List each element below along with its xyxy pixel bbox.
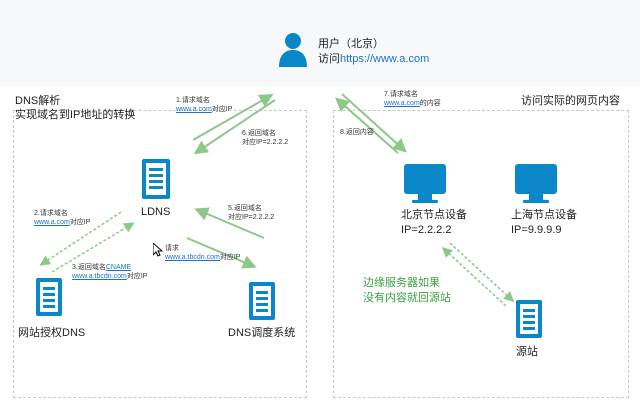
dns-scheduler-label: DNS调度系统 (228, 327, 296, 339)
mouse-cursor-icon (153, 243, 163, 257)
step-7-suffix: 的内容 (419, 100, 441, 107)
arrow-step-1 (192, 94, 274, 141)
shanghai-node-label: 上海节点设备 (511, 209, 577, 221)
step-4-title: 请求 (165, 245, 179, 252)
origin-server-icon (516, 300, 542, 338)
edge-note-line2: 没有内容就回源站 (363, 292, 451, 304)
step-7-title: 7.请求域名 (384, 91, 418, 98)
visit-url[interactable]: https://www.a.com (340, 53, 430, 65)
top-banner-background (0, 0, 640, 86)
step-7-detail: www.a.com的内容 (384, 100, 441, 108)
arrow-edge-to-origin (449, 242, 515, 303)
edge-note-line1: 边缘服务器如果 (363, 277, 440, 289)
beijing-node-ip: IP=2.2.2.2 (401, 224, 452, 236)
step-1-detail: www.a.com对应IP (176, 106, 232, 114)
step-1-link[interactable]: www.a.com (176, 106, 212, 113)
arrow-step-6 (193, 99, 276, 155)
step-3-detail: www.a.tbcdn.com对应IP (72, 273, 147, 281)
step-5-detail: 对应IP=2.2.2.2 (228, 214, 275, 221)
arrow-step-5 (194, 207, 265, 239)
step-3-cname[interactable]: CNAME (105, 264, 132, 271)
step-4-detail: www.a.tbcdn.com对应IP (165, 254, 240, 262)
step-1-suffix: 对应IP (211, 106, 233, 113)
arrow-step-3 (51, 222, 135, 273)
content-panel-title: 访问实际的网页内容 (521, 95, 620, 107)
step-5-title: 5.返回域名 (228, 205, 262, 212)
dns-panel-title-line2: 实现域名到IP地址的转换 (15, 109, 136, 121)
ldns-server-icon (142, 159, 170, 199)
visit-prefix: 访问 (318, 53, 340, 65)
arrow-origin-to-edge (441, 246, 507, 307)
content-access-panel (333, 110, 629, 398)
arrow-step-7 (341, 93, 407, 153)
arrow-step-4 (186, 237, 257, 269)
arrow-step-2 (39, 211, 122, 266)
user-name: 用户（北京） (318, 38, 384, 50)
dns-scheduler-server-icon (249, 282, 275, 320)
step-7-link[interactable]: www.a.com (384, 100, 420, 107)
step-6-title: 6.返回域名 (242, 130, 276, 137)
step-3-link[interactable]: www.a.tbcdn.com (72, 273, 127, 280)
step-4-link[interactable]: www.a.tbcdn.com (165, 254, 220, 261)
dns-panel-title-line1: DNS解析 (15, 95, 61, 107)
step-2-title: 2.请求域名 (34, 210, 68, 217)
shanghai-monitor-icon (515, 164, 557, 203)
ldns-label: LDNS (141, 206, 171, 218)
step-2-link[interactable]: www.a.com (34, 219, 70, 226)
auth-dns-server-icon (36, 278, 62, 316)
origin-label: 源站 (516, 346, 538, 358)
dns-resolution-panel (13, 110, 307, 398)
auth-dns-label: 网站授权DNS (18, 327, 86, 339)
step-2-detail: www.a.com对应IP (34, 219, 90, 227)
user-visit-line: 访问https://www.a.com (318, 53, 429, 66)
step-8-title: 8.返回内容 (340, 129, 374, 136)
beijing-node-label: 北京节点设备 (401, 209, 467, 221)
step-3-title: 3.返回域名 (72, 264, 106, 271)
step-3-title-line: 3.返回域名CNAME (72, 264, 131, 272)
step-2-suffix: 对应IP (69, 219, 91, 226)
shanghai-node-ip: IP=9.9.9.9 (511, 224, 562, 236)
step-1-title: 1.请求域名 (176, 97, 210, 104)
step-3-suffix: 对应IP (126, 273, 148, 280)
step-4-suffix: 对应IP (219, 254, 241, 261)
step-6-detail: 对应IP=2.2.2.2 (242, 139, 289, 146)
user-icon (279, 33, 307, 67)
arrow-step-8 (335, 97, 399, 154)
beijing-monitor-icon (404, 164, 446, 203)
